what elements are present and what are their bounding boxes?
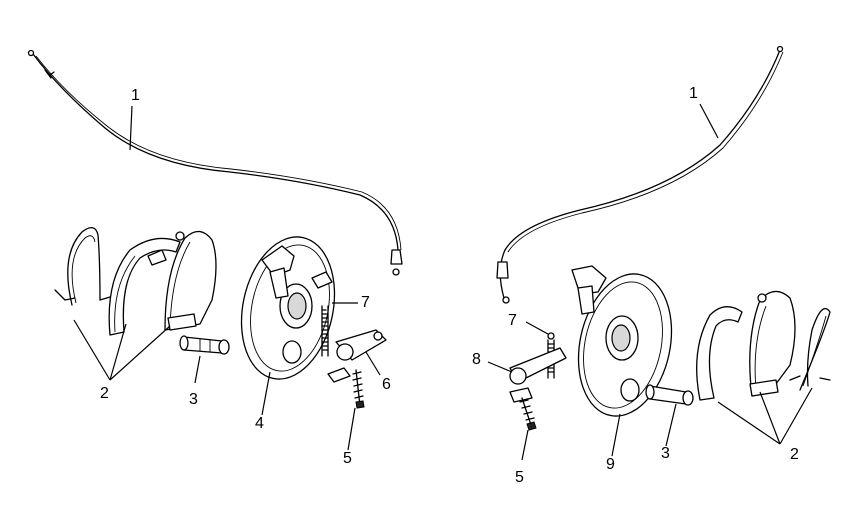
callout-left-cable: 1 — [131, 87, 140, 104]
right-brake-lever — [509, 347, 567, 403]
callout-right-bolt: 5 — [515, 469, 524, 486]
left-backing-plate — [240, 236, 336, 380]
callout-left-bolt: 5 — [343, 450, 352, 467]
right-brake-cable — [496, 45, 784, 304]
left-bolt — [352, 369, 365, 409]
callout-right-cam: 3 — [661, 445, 670, 462]
right-brake-cam — [645, 384, 694, 406]
left-brake-lever — [327, 329, 387, 383]
callout-right-spring: 7 — [508, 312, 517, 329]
left-brake-cam — [179, 335, 230, 355]
callout-right-shoes: 2 — [790, 446, 799, 463]
right-leader-lines — [487, 103, 813, 461]
callout-left-lever: 6 — [382, 376, 391, 393]
right-backing-plate — [571, 265, 673, 417]
left-brake-shoes — [54, 227, 217, 336]
callout-left-cam: 3 — [189, 391, 198, 408]
right-bolt — [519, 397, 537, 431]
left-leader-lines — [73, 105, 381, 451]
left-brake-cable — [27, 49, 403, 276]
callout-right-cable: 1 — [689, 85, 698, 102]
callout-left-spring: 7 — [361, 294, 370, 311]
right-brake-shoes — [696, 290, 831, 401]
callout-left-plate: 4 — [255, 415, 264, 432]
callout-right-lever: 8 — [472, 351, 481, 368]
callout-right-plate: 9 — [606, 456, 615, 473]
left-return-spring — [321, 305, 329, 357]
callout-left-shoes: 2 — [100, 385, 109, 402]
